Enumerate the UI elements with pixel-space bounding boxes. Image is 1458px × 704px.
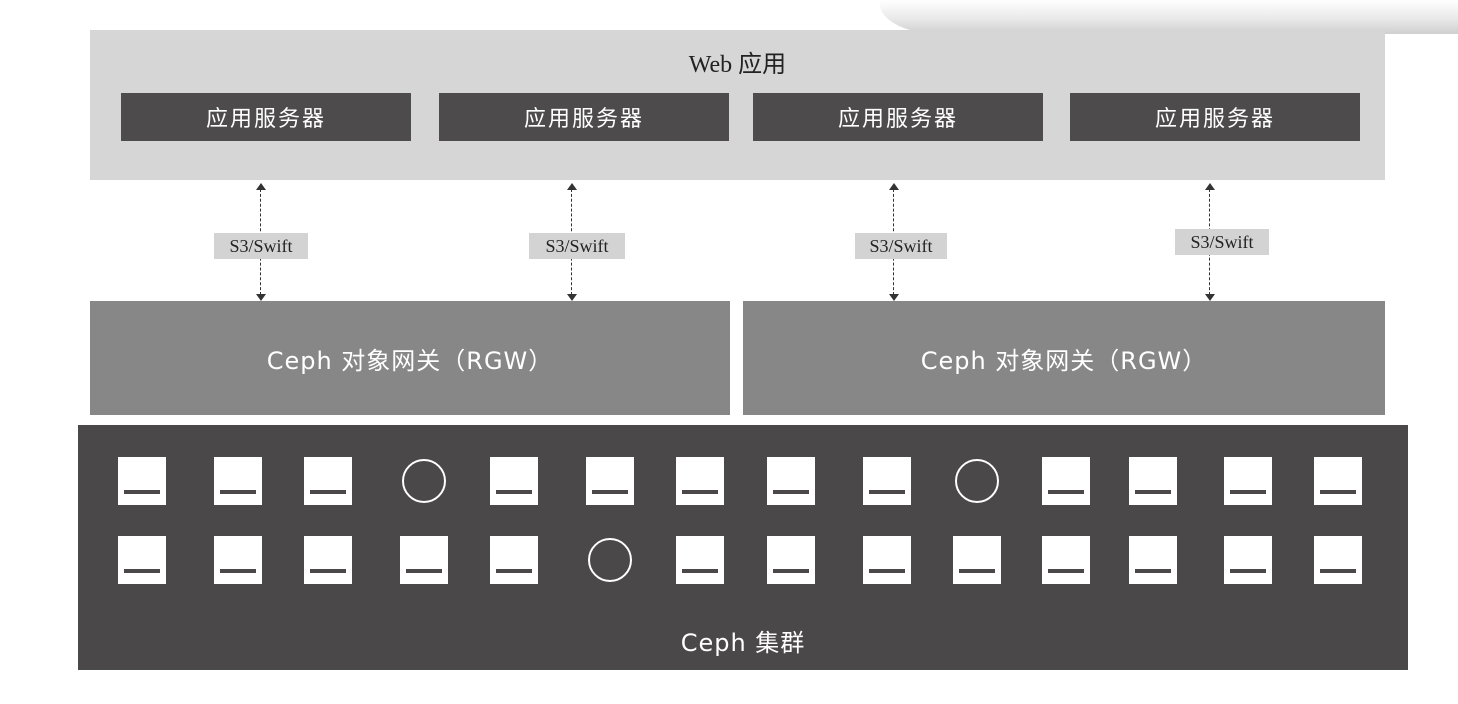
web-app-container: Web 应用 应用服务器 应用服务器 应用服务器 应用服务器 (90, 30, 1385, 180)
disk-icon (767, 536, 815, 584)
disk-icon (118, 536, 166, 584)
disk-icon (1042, 536, 1090, 584)
disk-icon (490, 457, 538, 505)
rgw-gateway-2: Ceph 对象网关（RGW） (743, 301, 1385, 415)
arrow-down-icon (256, 294, 266, 301)
disk-icon (586, 457, 634, 505)
arrow-down-icon (889, 294, 899, 301)
node-circle-icon (402, 459, 446, 503)
app-server-4: 应用服务器 (1070, 93, 1360, 141)
protocol-label-4: S3/Swift (1175, 229, 1269, 255)
app-server-1: 应用服务器 (121, 93, 411, 141)
disk-icon (400, 536, 448, 584)
disk-icon (1042, 457, 1090, 505)
disk-icon (863, 536, 911, 584)
disk-icon (1224, 536, 1272, 584)
disk-icon (1129, 457, 1177, 505)
disk-icon (676, 536, 724, 584)
arrow-up-icon (889, 183, 899, 190)
disk-icon (304, 457, 352, 505)
app-server-3: 应用服务器 (753, 93, 1043, 141)
protocol-label-3: S3/Swift (855, 233, 947, 259)
cluster-label: Ceph 集群 (680, 629, 806, 657)
node-circle-icon (955, 459, 999, 503)
disk-icon (1314, 536, 1362, 584)
rgw-gateway-1: Ceph 对象网关（RGW） (90, 301, 730, 415)
arrow-down-icon (1205, 294, 1215, 301)
disk-icon (863, 457, 911, 505)
disk-icon (304, 536, 352, 584)
disk-icon (1224, 457, 1272, 505)
disk-icon (490, 536, 538, 584)
disk-icon (676, 457, 724, 505)
app-server-2: 应用服务器 (439, 93, 729, 141)
protocol-label-2: S3/Swift (529, 233, 625, 259)
disk-icon (953, 536, 1001, 584)
disk-icon (118, 457, 166, 505)
arrow-up-icon (256, 183, 266, 190)
ceph-cluster: Ceph 集群 (78, 425, 1408, 670)
disk-icon (214, 536, 262, 584)
node-circle-icon (588, 538, 632, 582)
disk-icon (767, 457, 815, 505)
web-app-title: Web 应用 (688, 52, 787, 78)
protocol-label-1: S3/Swift (214, 233, 308, 259)
page-corner-shadow (880, 0, 1458, 34)
arrow-down-icon (567, 294, 577, 301)
arrow-up-icon (567, 183, 577, 190)
arrow-up-icon (1205, 183, 1215, 190)
disk-icon (1314, 457, 1362, 505)
disk-icon (1129, 536, 1177, 584)
disk-icon (214, 457, 262, 505)
